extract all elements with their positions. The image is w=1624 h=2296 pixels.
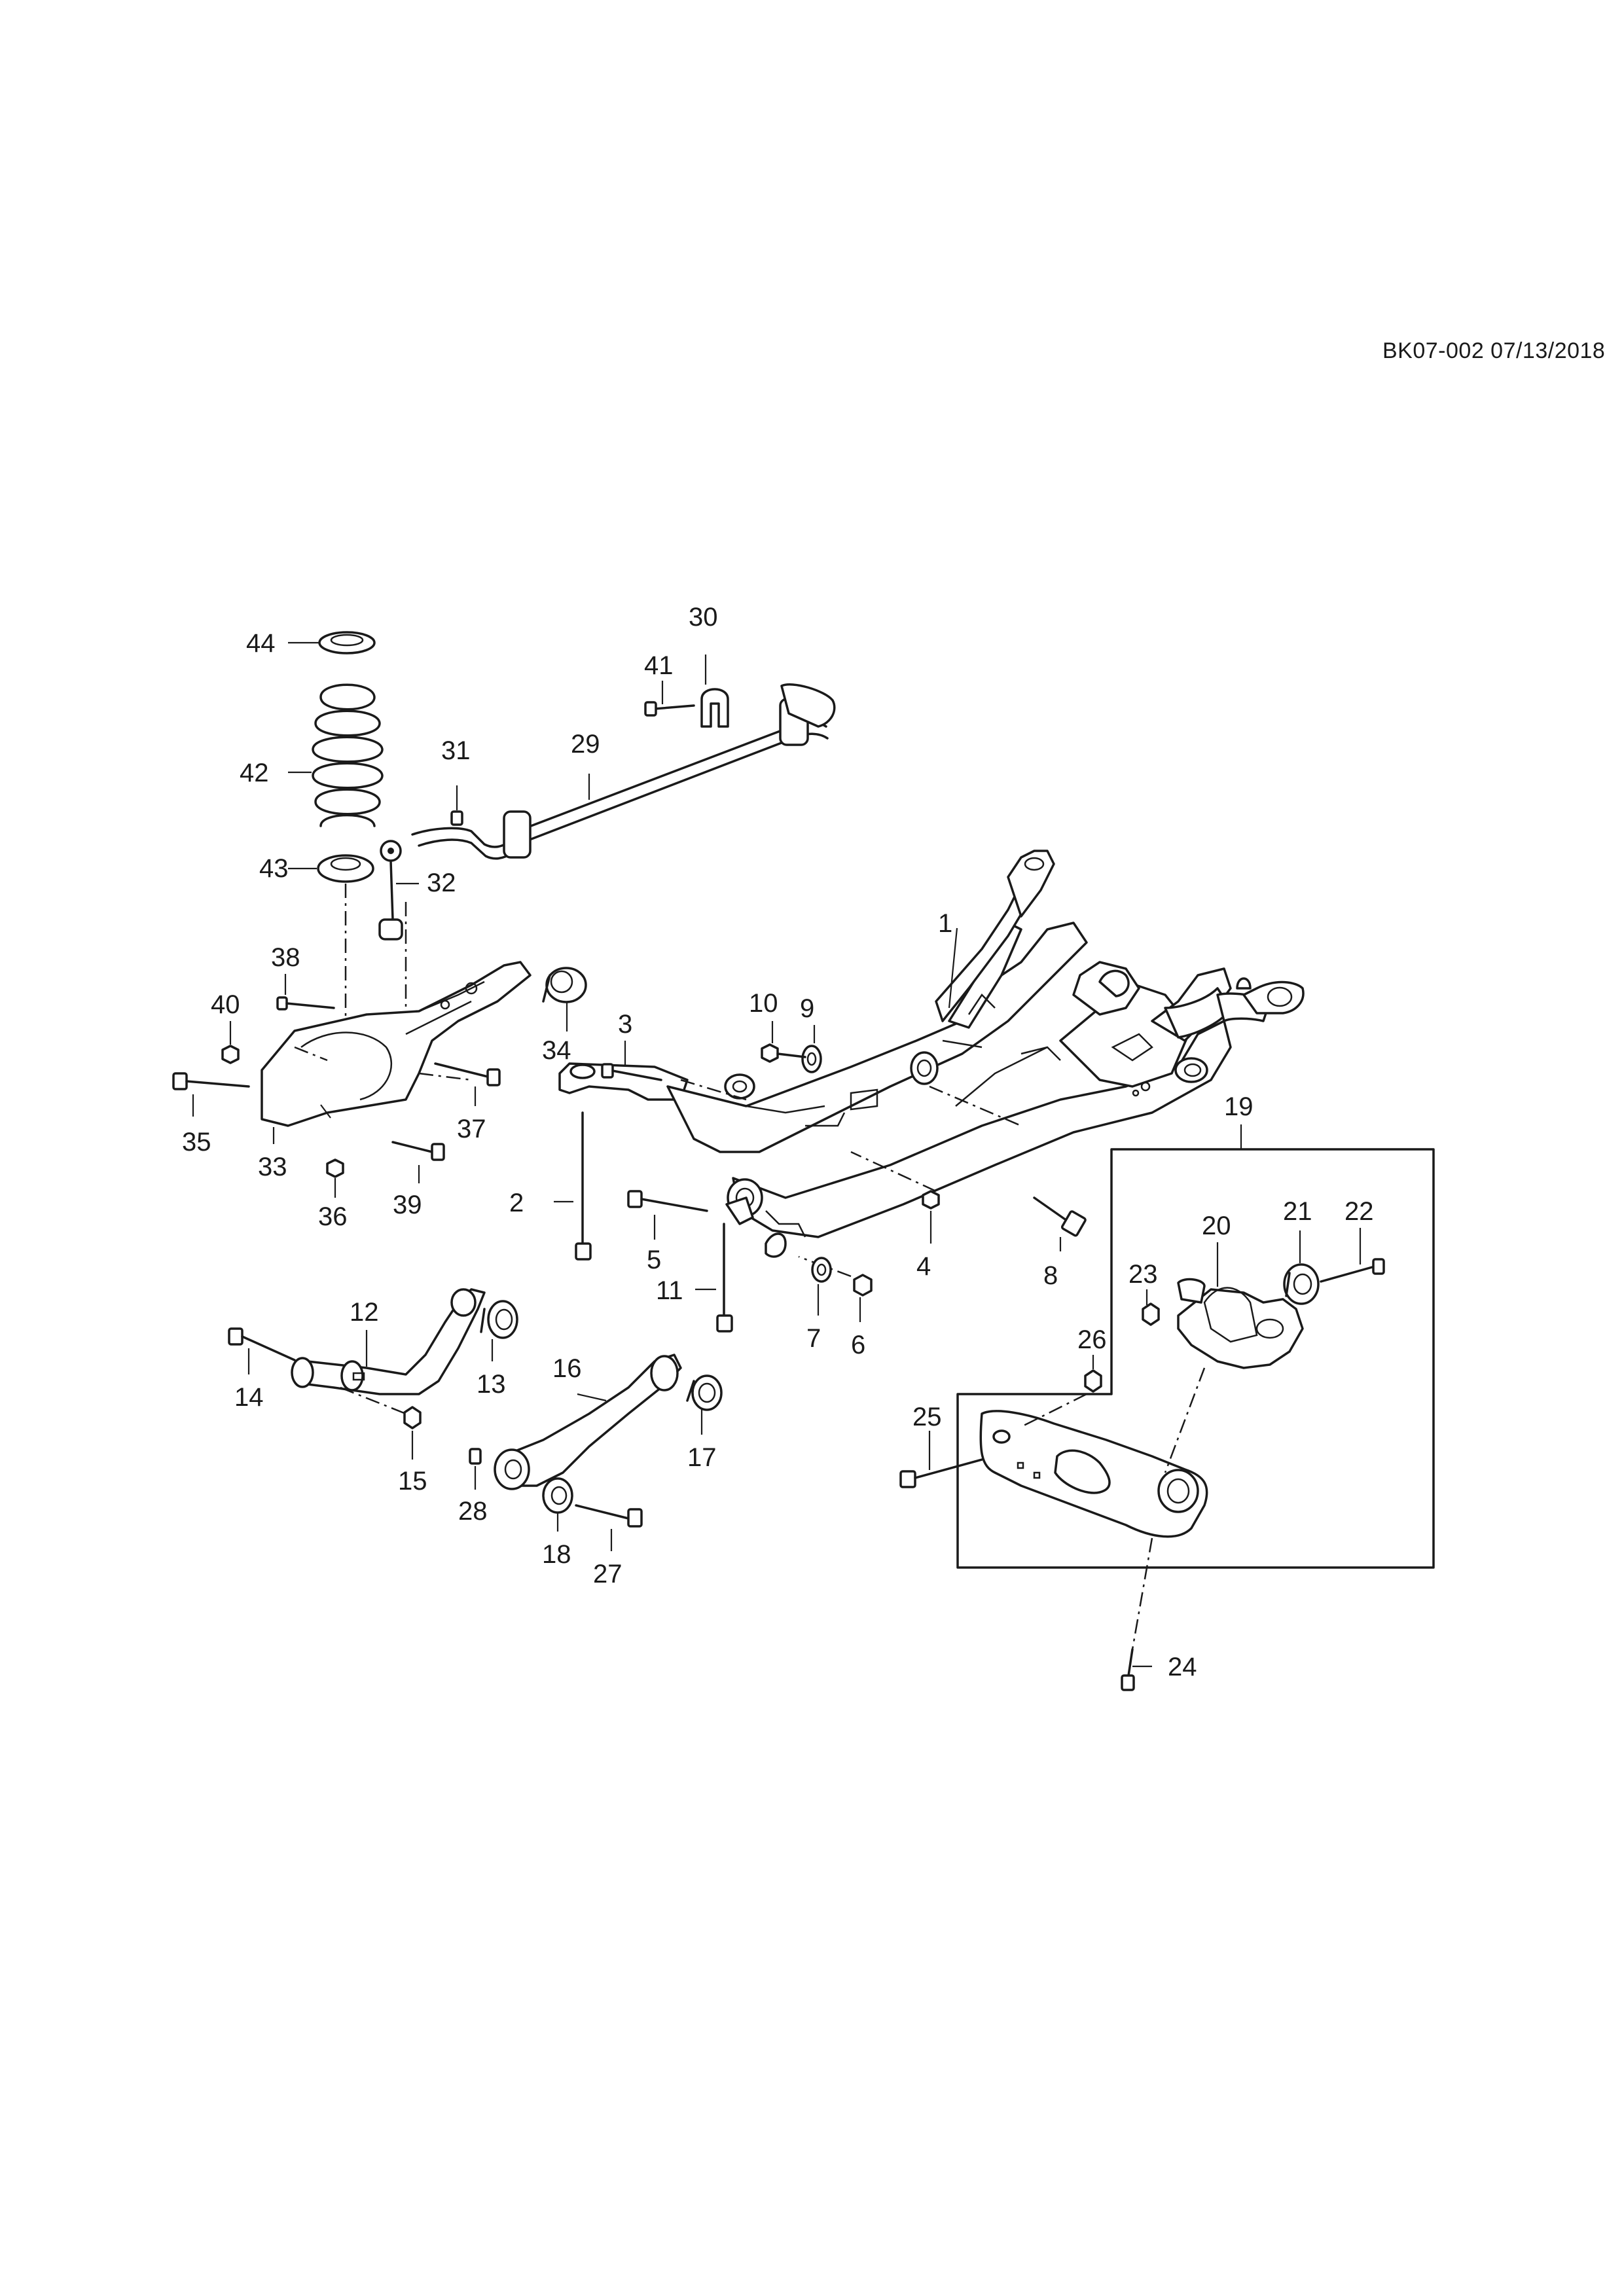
coil-spring: [288, 683, 384, 827]
callout-27: 27: [593, 1560, 623, 1588]
bushing-18: [542, 1477, 573, 1532]
callout-42: 42: [240, 759, 269, 787]
upper-control-arm-12: [291, 1288, 486, 1415]
nut-6: [798, 1255, 873, 1322]
callout-9: 9: [800, 994, 814, 1023]
callout-35: 35: [182, 1128, 211, 1157]
callout-30: 30: [689, 603, 718, 632]
callout-43: 43: [259, 854, 289, 883]
clamp-bolt-41: [644, 681, 695, 717]
callout-36: 36: [318, 1202, 348, 1231]
callout-5: 5: [647, 1246, 661, 1274]
callout-19: 19: [1224, 1092, 1254, 1121]
callout-4: 4: [916, 1252, 931, 1281]
bolt-11: [695, 1223, 733, 1333]
callout-3: 3: [618, 1010, 632, 1039]
nut-15: [403, 1406, 422, 1460]
callout-23: 23: [1128, 1260, 1158, 1289]
callout-44: 44: [246, 629, 276, 658]
callout-33: 33: [258, 1153, 287, 1181]
callout-17: 17: [687, 1443, 717, 1472]
bushing-clamp: [700, 655, 729, 728]
callout-18: 18: [542, 1540, 571, 1569]
bolt-27: [575, 1504, 643, 1551]
callout-13: 13: [477, 1370, 506, 1399]
bolt-25: [899, 1431, 983, 1488]
bolt-39: [391, 1141, 445, 1183]
nut-26: [1020, 1355, 1102, 1428]
callout-28: 28: [458, 1497, 488, 1526]
callout-39: 39: [393, 1191, 422, 1219]
callout-8: 8: [1043, 1261, 1058, 1290]
washer-7: [811, 1257, 832, 1316]
callout-26: 26: [1077, 1325, 1107, 1354]
callout-31: 31: [441, 736, 471, 765]
callout-22: 22: [1344, 1197, 1374, 1226]
bolt-3: [601, 1041, 662, 1081]
nut-23: [1142, 1289, 1160, 1326]
callout-37: 37: [457, 1115, 486, 1143]
bolt-37: [434, 1062, 501, 1106]
nut-4: [850, 1151, 940, 1244]
spring-seat-upper: [288, 631, 376, 655]
nut-36: [326, 1158, 344, 1198]
bolt-38: [276, 974, 335, 1011]
bolt-35: [172, 1072, 250, 1117]
bolt-5: [627, 1190, 708, 1240]
mount-bracket-20: [1164, 1242, 1304, 1473]
callout-24: 24: [1168, 1653, 1197, 1681]
bolt-22: [1320, 1228, 1385, 1283]
callout-15: 15: [398, 1467, 427, 1496]
callout-6: 6: [851, 1331, 865, 1359]
bolt-24: [1121, 1537, 1153, 1691]
bushing-21: [1283, 1230, 1320, 1305]
stabilizer-bar: [411, 683, 836, 860]
knuckle-bushing-34: [542, 967, 587, 1031]
link-nut-31: [450, 785, 463, 826]
callout-40: 40: [211, 990, 240, 1019]
nut-28: [469, 1448, 482, 1490]
callout-29: 29: [571, 730, 600, 759]
rear-subframe: [558, 850, 1305, 1258]
callout-38: 38: [271, 943, 300, 972]
nut-40: [221, 1021, 240, 1064]
detail-box-19: [956, 1124, 1435, 1569]
callout-11: 11: [656, 1276, 683, 1305]
nut-10: [761, 1021, 806, 1063]
callout-41: 41: [644, 651, 674, 680]
trailing-arm-bracket-19: [979, 1410, 1208, 1538]
bolt-8: [1033, 1196, 1087, 1251]
callout-10: 10: [749, 989, 778, 1018]
callout-20: 20: [1202, 1211, 1231, 1240]
callout-21: 21: [1283, 1197, 1312, 1226]
callout-12: 12: [350, 1298, 379, 1327]
spring-seat-lower: [288, 854, 374, 883]
knuckle-assembly: [261, 961, 532, 1144]
callout-25: 25: [912, 1403, 942, 1431]
callout-16: 16: [552, 1354, 582, 1383]
bolt-14: [228, 1327, 296, 1374]
callout-14: 14: [234, 1383, 264, 1412]
stabilizer-link: [378, 840, 419, 1021]
bushing-13: [480, 1300, 518, 1361]
callout-1: 1: [938, 909, 952, 938]
callout-7: 7: [806, 1324, 821, 1353]
callout-2: 2: [509, 1189, 524, 1217]
callout-32: 32: [427, 869, 456, 897]
bushing-17: [686, 1374, 723, 1435]
washer-9: [801, 1025, 822, 1073]
lower-control-arm-16: [494, 1354, 682, 1490]
bolt-2: [554, 1111, 592, 1261]
callout-34: 34: [542, 1036, 571, 1065]
diagram-code: BK07-002 07/13/2018: [1382, 338, 1606, 363]
